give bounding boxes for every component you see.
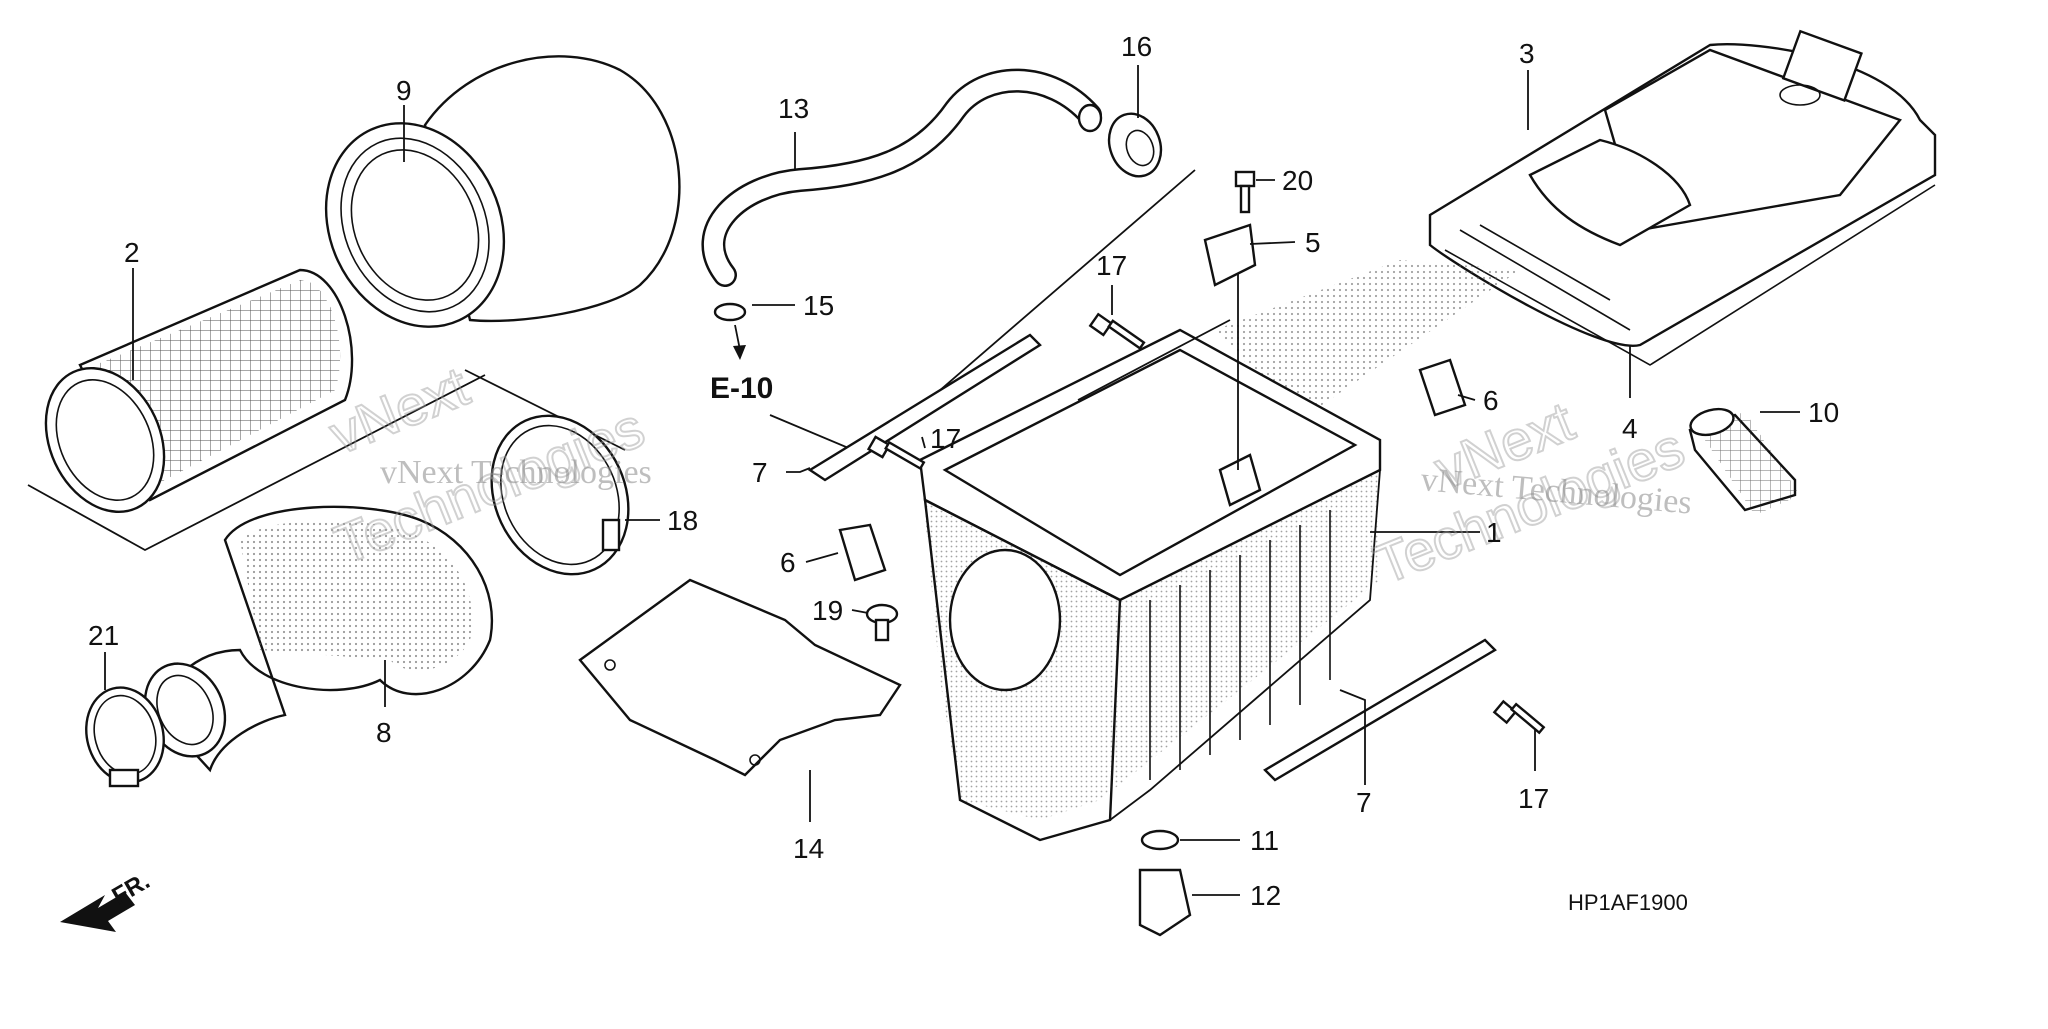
clamp-band-upper [807,333,1042,482]
clamp-band-lower [1263,638,1497,782]
callout-7-lower: 7 [1356,787,1372,818]
drain-plug [1138,868,1192,937]
breather-hose [701,68,1103,287]
callout-21: 21 [88,620,119,651]
callout-12: 12 [1250,880,1281,911]
callout-17-upper: 17 [1096,250,1127,281]
air-cleaner-cover [1428,29,1937,366]
drain-clip [1140,829,1180,851]
cover-seal-shade [1215,260,1520,420]
callout-2: 2 [124,237,140,268]
callout-18: 18 [667,505,698,536]
hose-band [490,414,630,576]
callout-19: 19 [812,595,843,626]
callout-4: 4 [1622,413,1638,444]
assembly-bracket-case [1077,272,1239,470]
mounting-bracket [1203,223,1257,287]
connecting-tube [143,505,494,773]
hose-clip [713,302,747,322]
callout-9: 9 [396,75,412,106]
callout-6-upper: 6 [1483,385,1499,416]
leader-lines [104,65,1800,896]
callout-20: 20 [1282,165,1313,196]
bolt-17-upper [1088,312,1146,350]
diagram-code: HP1AF1900 [1568,890,1688,915]
outer-filter-cover [324,55,681,328]
callout-14: 14 [793,833,824,864]
callout-10: 10 [1808,397,1839,428]
callout-13: 13 [778,93,809,124]
callout-3: 3 [1519,38,1535,69]
clip-upper [1418,358,1467,417]
callout-5: 5 [1305,227,1321,258]
tube-clamp [85,686,165,788]
callout-1: 1 [1486,517,1502,548]
drain-tube [1688,407,1800,515]
grommet [1107,112,1163,178]
section-reference: E-10 [710,372,773,405]
callout-11: 11 [1250,825,1279,856]
bolt-17-lower [1492,699,1546,735]
callout-17-lower: 17 [1518,783,1549,814]
callout-17-mid: 17 [930,423,961,454]
air-cleaner-case [918,328,1382,842]
front-direction-arrow-icon: FR. [60,867,154,932]
case-plate [578,578,902,777]
callout-7-upper: 7 [752,457,768,488]
clip-lower [838,523,887,582]
push-clip [865,603,899,642]
watermark-text-left: vNext Technologies [380,454,652,491]
bolt-17-mid [866,435,926,471]
callout-6-lower: 6 [780,547,796,578]
bolt-20 [1234,170,1256,214]
callout-15: 15 [803,290,834,321]
callout-8: 8 [376,717,392,748]
inner-filter-element [44,268,354,514]
callout-16: 16 [1121,31,1152,62]
callout-labels: 9 2 13 16 15 20 3 5 17 6 10 4 17 7 18 1 … [88,31,1839,911]
